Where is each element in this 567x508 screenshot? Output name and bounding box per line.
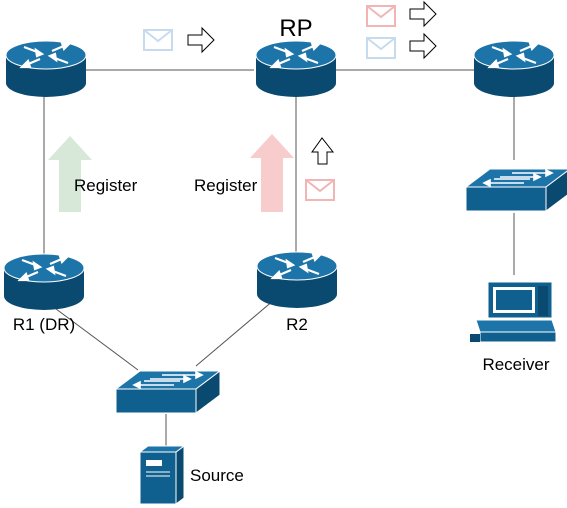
switch-icon [465, 168, 567, 212]
register-label-right: Register [194, 176, 258, 195]
router-icon [255, 250, 339, 310]
router-icon [4, 39, 88, 99]
router-icon [472, 39, 556, 99]
arrow-icon [187, 27, 215, 53]
rp-label: RP [279, 15, 312, 42]
r1-label: R1 (DR) [13, 315, 75, 334]
link-r2-switch [195, 299, 275, 367]
source-label: Source [190, 466, 244, 485]
register-arrow-red [250, 134, 294, 212]
router-icon [254, 39, 338, 99]
workstation-icon [470, 281, 557, 343]
register-arrow-green [48, 136, 92, 212]
links [43, 69, 515, 446]
arrow-icon [409, 1, 437, 27]
link-r1-switch [43, 299, 139, 371]
server-icon [138, 445, 186, 505]
envelope-icon [366, 5, 396, 27]
arrow-icon [409, 33, 437, 59]
arrow-icon [311, 137, 335, 165]
envelope-icon [305, 179, 335, 201]
envelope-icon [366, 37, 396, 59]
router-icon [2, 252, 86, 312]
r2-label: R2 [286, 315, 308, 334]
envelope-icon [143, 29, 173, 51]
switch-icon [115, 370, 221, 414]
receiver-label: Receiver [482, 355, 549, 374]
register-label-left: Register [74, 176, 138, 195]
